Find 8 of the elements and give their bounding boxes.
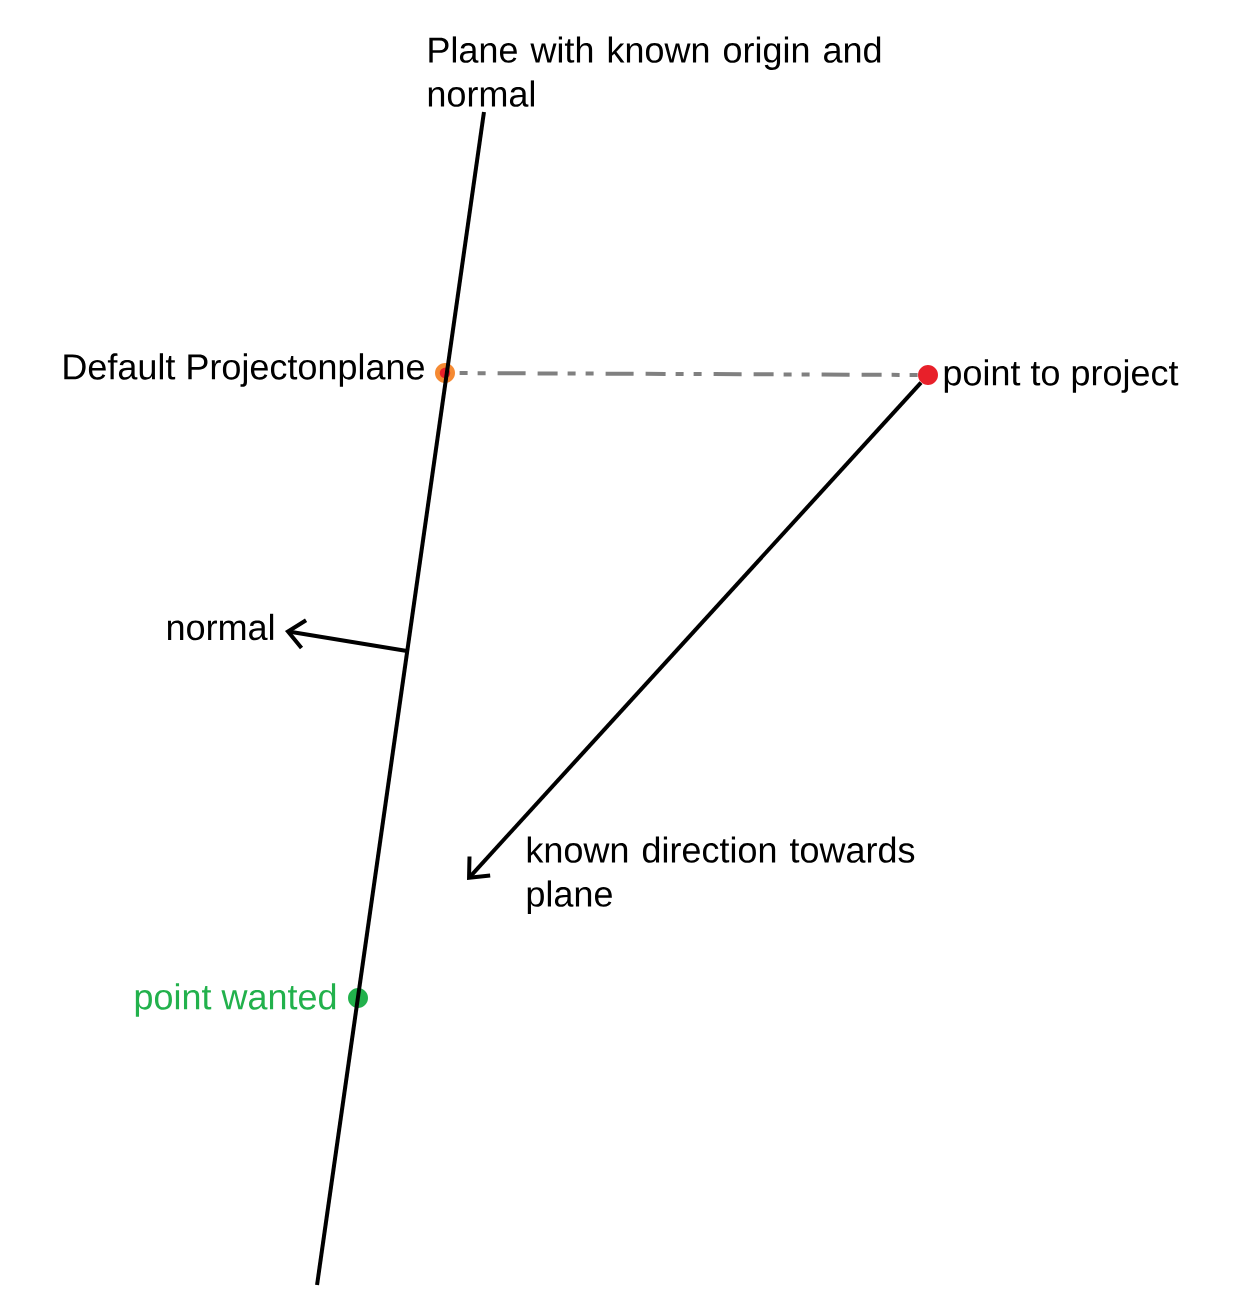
point-dot: [918, 365, 938, 385]
point-label: Default Projectonplane: [64, 353, 424, 387]
point-label: point to project: [944, 359, 1179, 393]
plane-label: Plane with known origin and normal: [428, 36, 881, 107]
arrow: [467, 381, 923, 880]
direction-label: known direction towards plane: [527, 836, 915, 914]
normal-label: normal: [167, 613, 274, 641]
point-label: point wanted: [135, 983, 336, 1017]
